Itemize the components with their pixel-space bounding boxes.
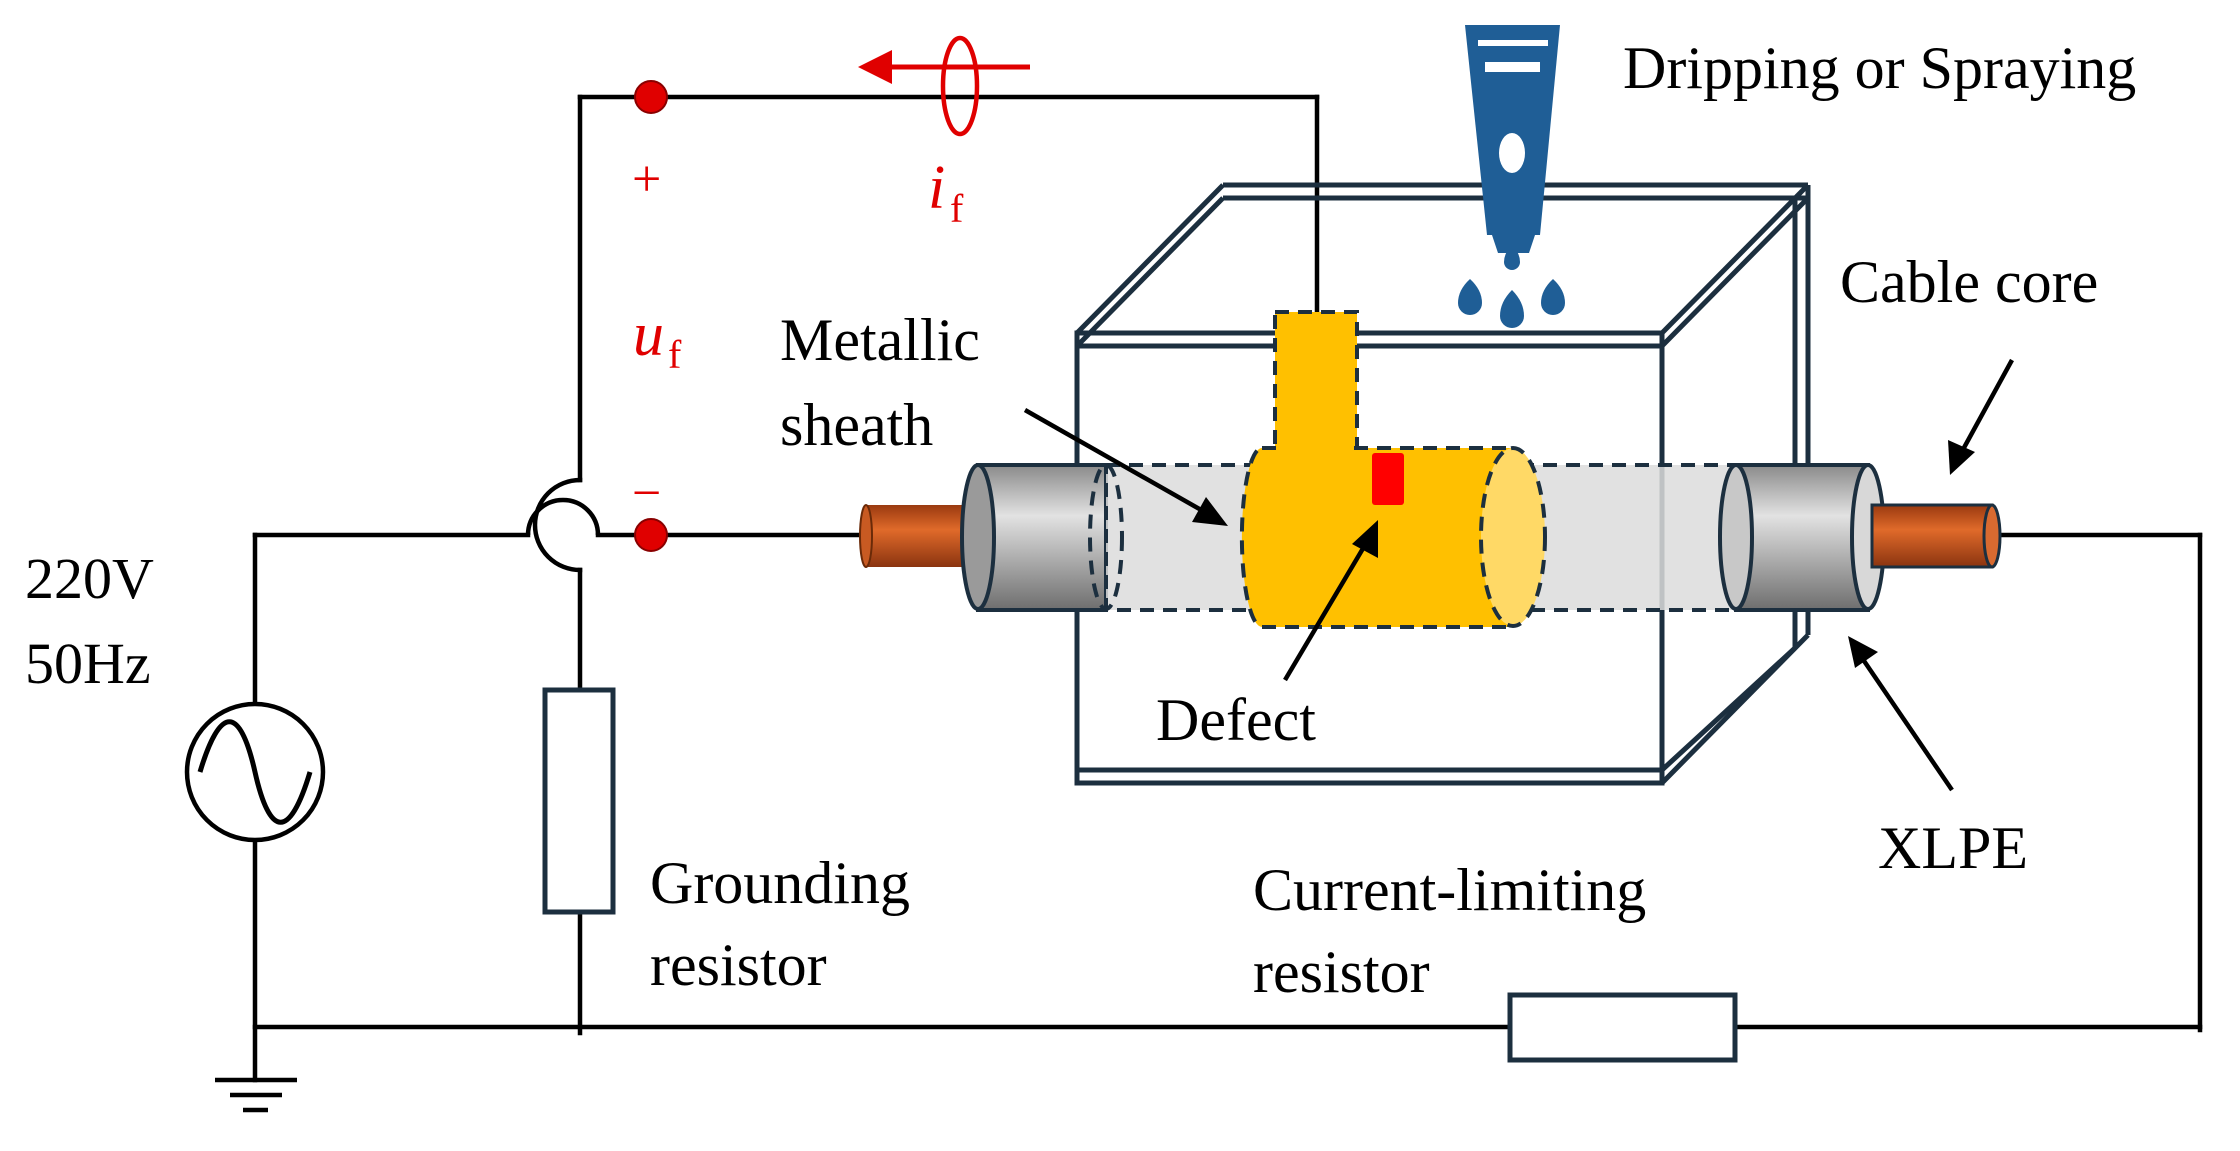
cable-core-right bbox=[1870, 503, 1994, 569]
ground-symbol bbox=[215, 1077, 297, 1113]
pointer-arrows bbox=[1023, 358, 2014, 792]
current-limiting-resistor-label-line1: Current-limiting bbox=[1253, 857, 1646, 923]
circuit-wires bbox=[252, 94, 2203, 1083]
metallic-sheath-label-line2: sheath bbox=[780, 392, 933, 458]
defect-mark bbox=[1372, 453, 1404, 505]
defect-label: Defect bbox=[1156, 687, 1316, 753]
plus-sign: + bbox=[632, 151, 661, 208]
grounding-resistor-label-line2: resistor bbox=[650, 932, 827, 998]
metallic-sheath-label-line1: Metallic bbox=[780, 307, 980, 373]
current-probe bbox=[858, 35, 1030, 137]
current-subscript: f bbox=[950, 186, 964, 231]
minus-sign: − bbox=[632, 465, 661, 522]
voltage-symbol: u bbox=[633, 301, 664, 369]
xlpe-left bbox=[976, 463, 1108, 612]
water-droplets-icon bbox=[1458, 245, 1565, 328]
current-limiting-resistor bbox=[1507, 992, 1738, 1063]
terminal-plus bbox=[634, 80, 668, 114]
cable-core-left bbox=[866, 505, 978, 567]
source-frequency-label: 50Hz bbox=[25, 631, 151, 696]
grounding-resistor-label-line1: Grounding bbox=[650, 850, 910, 916]
water-tank-box bbox=[1074, 182, 1811, 786]
current-limiting-resistor-label-line2: resistor bbox=[1253, 939, 1430, 1005]
grounding-resistor bbox=[542, 687, 616, 915]
xlpe-label: XLPE bbox=[1878, 815, 2028, 881]
current-symbol: i bbox=[928, 154, 945, 222]
source-voltage-label: 220V bbox=[25, 546, 154, 611]
voltage-subscript: f bbox=[668, 332, 682, 377]
xlpe-right bbox=[1734, 463, 1870, 612]
terminal-minus bbox=[634, 518, 668, 552]
ac-source bbox=[184, 701, 326, 843]
cable-core-label: Cable core bbox=[1840, 249, 2098, 315]
nozzle-icon bbox=[1465, 25, 1560, 253]
wire-crossover-arc bbox=[525, 497, 601, 536]
dripping-label: Dripping or Spraying bbox=[1623, 35, 2136, 101]
